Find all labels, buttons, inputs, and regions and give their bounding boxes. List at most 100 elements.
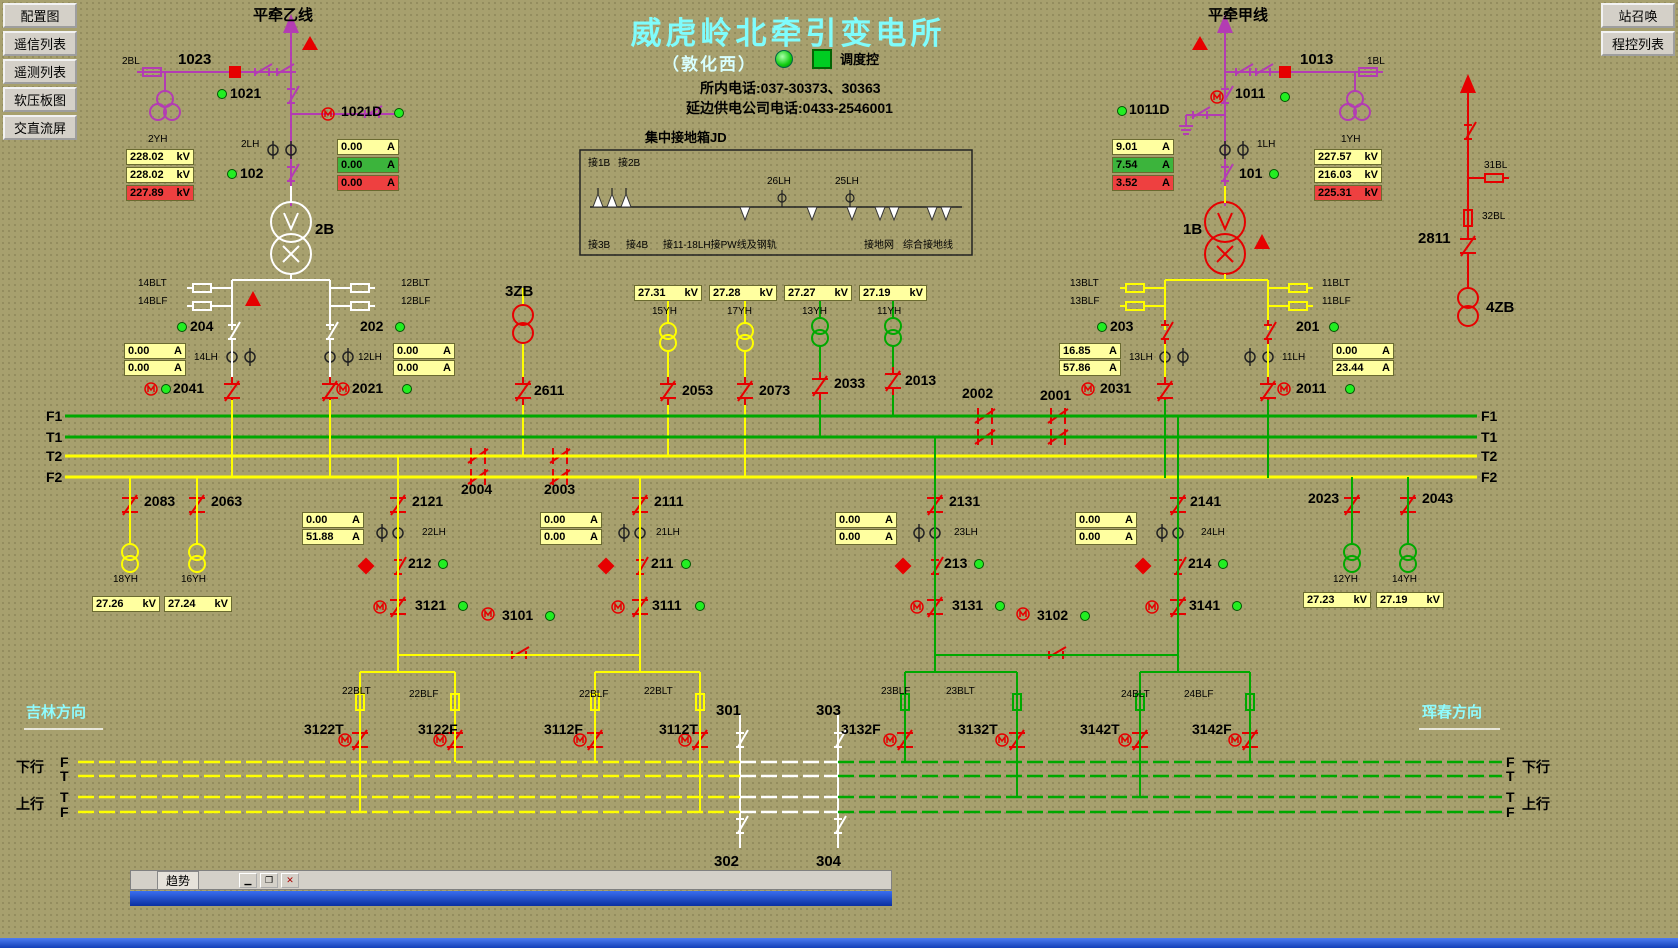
bus-f2-left-label: F2 (46, 469, 63, 485)
nav-ac-dc-panel-button[interactable]: 交直流屏 (3, 115, 77, 140)
breaker-2031-label[interactable]: 2031 (1100, 380, 1132, 396)
breaker-1023-label[interactable]: 1023 (178, 51, 212, 68)
tie-3102-label[interactable]: 3102 (1037, 607, 1069, 623)
breaker-2033-label[interactable]: 2033 (834, 375, 866, 391)
bus-tie-2002-label[interactable]: 2002 (962, 385, 994, 401)
nav-telemetry-list-button[interactable]: 遥测列表 (3, 59, 77, 84)
tie-3101-label[interactable]: 3101 (502, 607, 534, 623)
feeder-2121-label[interactable]: 2121 (412, 493, 444, 509)
disconnector-201-label[interactable]: 201 (1296, 318, 1320, 334)
switch-1021-label[interactable]: 1021 (230, 85, 262, 101)
breaker-3132f-label[interactable]: 3132F (841, 721, 881, 737)
nav-soft-strap-button[interactable]: 软压板图 (3, 87, 77, 112)
nav-config-diagram-button[interactable]: 配置图 (3, 3, 77, 28)
breaker-2041-label[interactable]: 2041 (173, 380, 205, 396)
disconnector-213-label[interactable]: 213 (944, 555, 968, 571)
switch-301-label[interactable]: 301 (716, 702, 742, 719)
breaker-1023-symbol[interactable] (229, 66, 241, 78)
rail-tie-switches[interactable] (735, 714, 847, 848)
nav-telesignal-list-button[interactable]: 遥信列表 (3, 31, 77, 56)
station-call-button[interactable]: 站召唤 (1601, 3, 1675, 28)
unit: A (174, 362, 182, 374)
breaker-3111-label[interactable]: 3111 (652, 597, 682, 613)
breaker-3112t-label[interactable]: 3112T (659, 721, 698, 737)
switch-1011-label[interactable]: 1011 (1235, 85, 1266, 101)
close-icon[interactable]: ✕ (281, 872, 300, 888)
disconnector-204-label[interactable]: 204 (190, 318, 214, 334)
switch-1021d-label[interactable]: 1021D (341, 103, 383, 119)
minimize-icon[interactable]: ▁ (239, 872, 258, 888)
breaker-2611-label[interactable]: 2611 (534, 382, 565, 398)
disconnector-203[interactable] (1160, 319, 1174, 345)
transformer-3zb[interactable] (512, 304, 534, 344)
background-window-bar[interactable] (130, 891, 892, 906)
value: 227.89 (130, 187, 164, 199)
transformer-1b[interactable] (1204, 201, 1246, 275)
switch-303-label[interactable]: 303 (816, 702, 842, 719)
transformer-1b-label[interactable]: 1B (1183, 221, 1203, 238)
breaker-3141-label[interactable]: 3141 (1189, 597, 1221, 613)
background-window-titlebar[interactable]: 趋势 ▁ ❐ ✕ (130, 870, 892, 890)
breaker-2053-label[interactable]: 2053 (682, 382, 714, 398)
transformer-2b[interactable] (186, 186, 376, 382)
feeder-2141-label[interactable]: 2141 (1190, 493, 1222, 509)
feeder-2043-label[interactable]: 2043 (1422, 490, 1454, 506)
transformer-4zb-label[interactable]: 4ZB (1486, 299, 1515, 316)
trend-button[interactable]: 趋势 (157, 870, 200, 890)
switch-1011d-label[interactable]: 1011D (1129, 101, 1170, 117)
breaker-1013-symbol[interactable] (1279, 66, 1291, 78)
feeder-2023-label[interactable]: 2023 (1308, 490, 1340, 506)
breaker-3112f-label[interactable]: 3112F (544, 721, 583, 737)
breaker-3121-label[interactable]: 3121 (415, 597, 447, 613)
restore-icon[interactable]: ❐ (260, 872, 279, 888)
switch-101-label[interactable]: 101 (1239, 165, 1263, 181)
breaker-2021-label[interactable]: 2021 (352, 380, 384, 396)
taskbar-strip[interactable] (0, 938, 1678, 948)
resistor-22blf-label: 22BLF (409, 689, 439, 700)
transformer-3zb-label[interactable]: 3ZB (505, 283, 534, 300)
feeder-2063-label[interactable]: 2063 (211, 493, 243, 509)
disconnector-203-label[interactable]: 203 (1110, 318, 1134, 334)
switch-302-label[interactable]: 302 (714, 853, 740, 870)
breaker-3122f-label[interactable]: 3122F (418, 721, 458, 737)
disconnector-202-label[interactable]: 202 (360, 318, 384, 334)
unit: A (1125, 531, 1133, 543)
disconnector-211-label[interactable]: 211 (651, 555, 674, 571)
breaker-3122t-label[interactable]: 3122T (304, 721, 344, 737)
breaker-2073-label[interactable]: 2073 (759, 382, 791, 398)
breaker-2811-symbol[interactable] (1459, 231, 1477, 261)
bus-tie-2004-label[interactable]: 2004 (461, 481, 493, 497)
breaker-3132t-label[interactable]: 3132T (958, 721, 998, 737)
transformer-2b-label[interactable]: 2B (315, 221, 335, 238)
value: 0.00 (544, 531, 566, 543)
feeder-2131-label[interactable]: 2131 (949, 493, 981, 509)
feeder-2111-label[interactable]: 2111 (654, 493, 684, 509)
breaker-3142t-label[interactable]: 3142T (1080, 721, 1120, 737)
status-leds (161, 89, 1355, 621)
resistor-22blf-label: 22BLF (579, 689, 609, 700)
disconnector-201[interactable] (1263, 319, 1277, 345)
switch-102-label[interactable]: 102 (240, 165, 264, 181)
breaker-2011-label[interactable]: 2011 (1296, 380, 1327, 396)
bus-tie-2001-label[interactable]: 2001 (1040, 387, 1072, 403)
disconnector-212-label[interactable]: 212 (408, 555, 432, 571)
breaker-2811-label[interactable]: 2811 (1418, 230, 1451, 247)
unit: A (352, 531, 360, 543)
dispatch-control-indicator[interactable] (812, 49, 832, 69)
switch-304-label[interactable]: 304 (816, 853, 842, 870)
breaker-2013-label[interactable]: 2013 (905, 372, 937, 388)
bus-tie-2003-label[interactable]: 2003 (544, 481, 576, 497)
disconnector-214-label[interactable]: 214 (1188, 555, 1212, 571)
feeder-2083-label[interactable]: 2083 (144, 493, 176, 509)
breaker-1013-label[interactable]: 1013 (1300, 51, 1334, 68)
breaker-3131-label[interactable]: 3131 (952, 597, 984, 613)
program-control-list-button[interactable]: 程控列表 (1601, 31, 1675, 56)
breaker-3142f-label[interactable]: 3142F (1192, 721, 1232, 737)
